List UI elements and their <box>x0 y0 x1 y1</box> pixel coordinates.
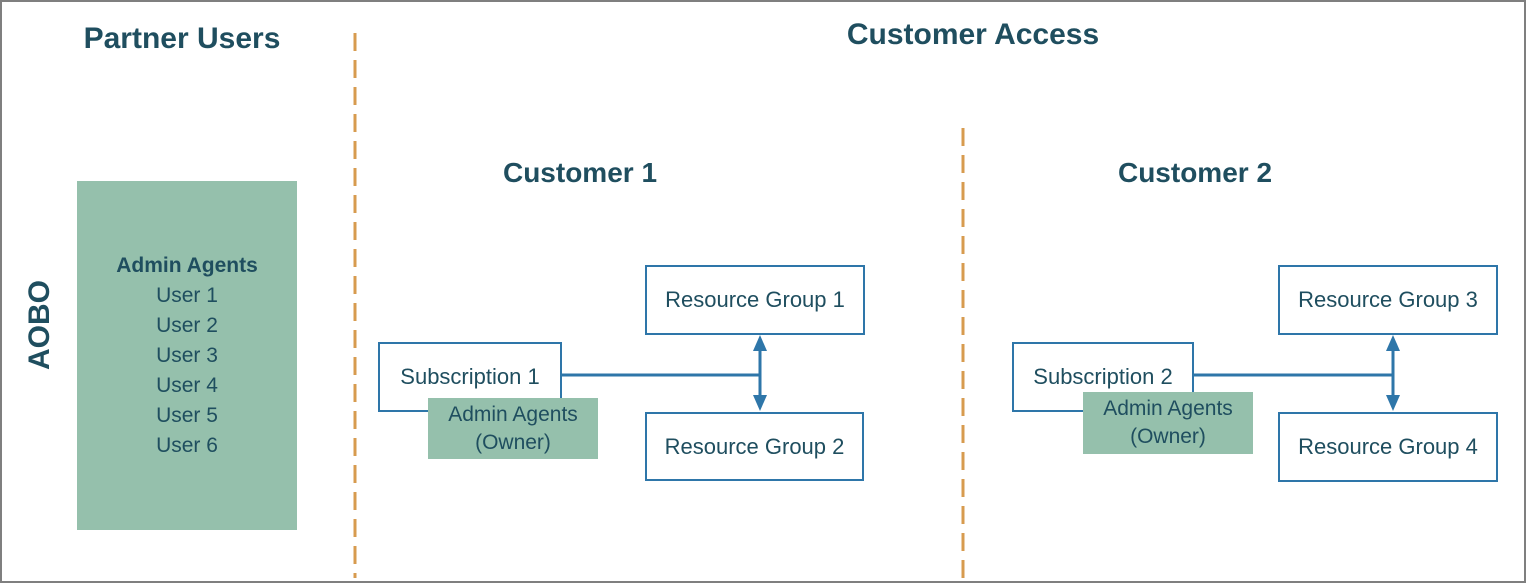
list-item: User 4 <box>156 373 218 397</box>
c1-admin-agents-owner-box: Admin Agents (Owner) <box>428 398 598 459</box>
c2-admin-agents-owner-line1: Admin Agents <box>1103 397 1233 420</box>
aobo-label: AOBO <box>23 280 56 370</box>
resource-group-2-box: Resource Group 2 <box>645 412 864 481</box>
partner-users-title: Partner Users <box>83 22 281 55</box>
c2-arrow-up-icon <box>1386 335 1400 351</box>
c1-connector <box>562 335 767 411</box>
admin-agents-group-box: Admin Agents User 1 User 2 User 3 User 4… <box>77 181 297 530</box>
c1-arrow-down-icon <box>753 395 767 411</box>
c1-arrow-up-icon <box>753 335 767 351</box>
list-item: User 5 <box>156 403 218 427</box>
list-item: User 3 <box>156 343 218 367</box>
customer-access-title: Customer Access <box>846 18 1100 51</box>
c2-admin-agents-owner-line2: (Owner) <box>1130 425 1206 448</box>
c1-admin-agents-owner-line2: (Owner) <box>475 430 551 454</box>
c1-admin-agents-owner-line1: Admin Agents <box>448 402 578 426</box>
resource-group-3-box: Resource Group 3 <box>1278 265 1498 335</box>
c2-admin-agents-owner-box: Admin Agents (Owner) <box>1083 392 1253 454</box>
resource-group-4-box: Resource Group 4 <box>1278 412 1498 482</box>
customer-1-title: Customer 1 <box>502 157 658 188</box>
admin-agents-group-title: Admin Agents <box>116 253 258 277</box>
list-item: User 6 <box>156 433 218 457</box>
customer-2-title: Customer 2 <box>1117 157 1273 188</box>
c2-arrow-down-icon <box>1386 395 1400 411</box>
c2-connector <box>1194 335 1400 411</box>
list-item: User 2 <box>156 313 218 337</box>
list-item: User 1 <box>156 283 218 307</box>
resource-group-1-box: Resource Group 1 <box>645 265 865 335</box>
